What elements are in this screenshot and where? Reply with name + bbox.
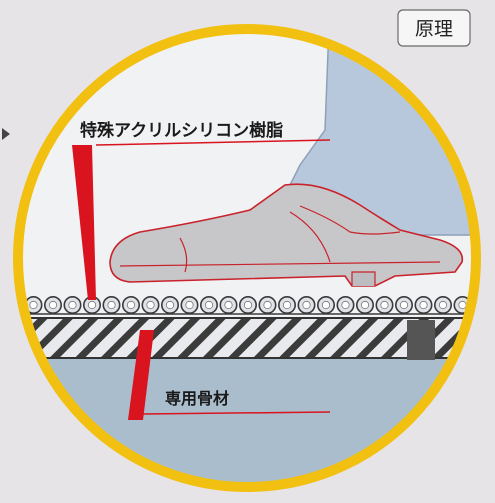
aggregate-bead-core: [165, 300, 175, 310]
base-leader-line: [142, 411, 331, 415]
shoe-heel: [351, 271, 376, 286]
resin-label: 特殊アクリルシリコン樹脂: [80, 120, 283, 141]
aggregate-bead-core: [360, 300, 370, 310]
aggregate-bead-core: [10, 301, 17, 308]
aggregate-bead-row: [10, 295, 485, 315]
shoe-toe-seam: [179, 237, 188, 273]
ground-substrate: [21, 352, 473, 484]
aggregate-bead-core: [68, 300, 77, 310]
aggregate-bead-core: [380, 300, 389, 310]
aggregate-bead-core: [146, 300, 155, 310]
title-text: 原理: [415, 18, 453, 40]
aggregate-bead-core: [263, 300, 272, 310]
aggregate-bead-core: [48, 300, 58, 310]
resin-leader-line: [95, 139, 331, 146]
aggregate-bead-core: [399, 300, 409, 310]
aggregate-bead-core: [107, 300, 116, 310]
shoe-side-seam: [289, 211, 331, 263]
resin-leader-wedge: [72, 145, 96, 300]
edge-arrow-mark: [2, 128, 10, 140]
aggregate-bead-core: [282, 300, 292, 310]
aggregate-bead-core: [478, 301, 485, 308]
aggregate-bead-core: [87, 300, 97, 310]
shoe-welt-line: [119, 261, 441, 267]
shoe-strap: [299, 205, 401, 235]
aggregate-bead-core: [185, 300, 194, 310]
aggregate-bead-core: [438, 300, 448, 310]
title-box: [397, 9, 471, 47]
aggregate-bead-core: [243, 300, 253, 310]
support-post: [407, 320, 435, 360]
hatched-layer: [21, 318, 473, 358]
aggregate-bead-core: [29, 300, 38, 310]
yellow-ring: [13, 24, 481, 492]
aggregate-bead-core: [302, 300, 311, 310]
aggregate-bead-core: [458, 300, 467, 310]
aggregate-bead-core: [126, 300, 136, 310]
base-leader-wedge: [128, 330, 154, 420]
base-label: 専用骨材: [165, 389, 229, 408]
aggregate-bead-core: [419, 300, 428, 310]
aggregate-bead-core: [224, 300, 233, 310]
aggregate-bead-core: [321, 300, 331, 310]
aggregate-bead-core: [341, 300, 350, 310]
aggregate-bead-core: [204, 300, 214, 310]
